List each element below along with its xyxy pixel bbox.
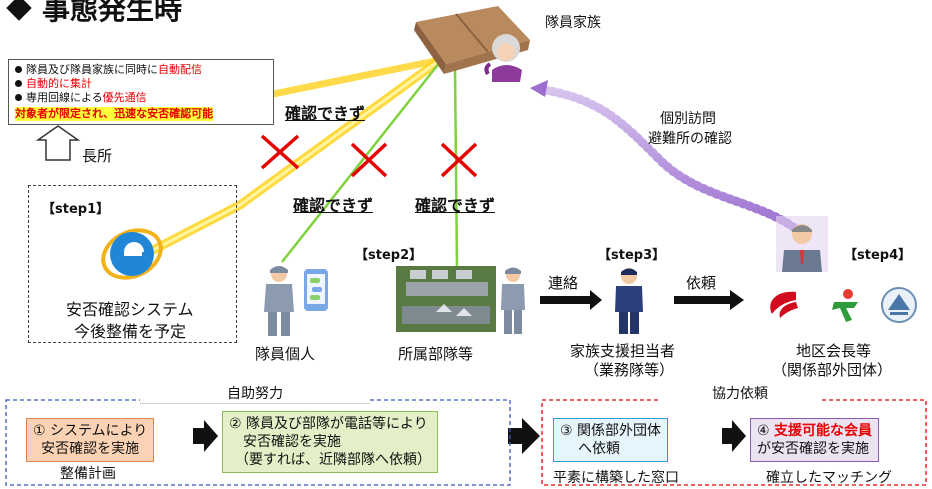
merit-label: 長所 xyxy=(82,147,113,165)
support-label-2: （業務隊等） xyxy=(584,361,675,379)
box3-caption: 平素に構築した窓口 xyxy=(553,470,679,486)
cooperation-text: 協力依頼 xyxy=(712,386,768,402)
note-highlight: 対象者が限定され、迅速な安否確認可能 xyxy=(15,107,214,121)
visit-label-2: 避難所の確認 xyxy=(648,131,732,147)
step2-label: 【step2】 xyxy=(355,248,423,263)
arrow-bottom-2 xyxy=(508,418,540,454)
note-line-1: 隊員及び隊員家族に同時に自動配信 xyxy=(15,63,269,77)
note-line-1-text: 隊員及び隊員家族に同時に xyxy=(26,63,158,76)
unit-label: 所属部隊等 xyxy=(398,345,474,363)
box3-line-2: へ依頼 xyxy=(578,441,620,457)
logo-round-emblem xyxy=(881,287,917,323)
box1-line-2: 安否確認を実施 xyxy=(41,441,140,457)
arrow-contact xyxy=(540,290,602,310)
bullet-icon xyxy=(15,94,22,101)
merit-note-box: 隊員及び隊員家族に同時に自動配信 自動的に集計 専用回線による優先通信 対象者が… xyxy=(8,59,274,125)
green-line-member xyxy=(281,61,441,263)
family-label: 隊員家族 xyxy=(545,15,601,31)
arrow-bottom-1 xyxy=(193,420,218,452)
logo-green-figure xyxy=(832,289,858,322)
step-box-member: ④ 支援可能な会員 が安否確認を実施 xyxy=(750,418,880,462)
box4-caption: 確立したマッチング xyxy=(766,470,892,486)
visit-label-1: 個別訪問 xyxy=(660,111,716,127)
box4-line-2: が安否確認を実施 xyxy=(757,441,869,457)
bullet-icon xyxy=(15,66,22,73)
chief-label-2: （関係部外団体） xyxy=(772,361,893,379)
diamond-bullet-icon xyxy=(6,0,32,21)
bullet-icon xyxy=(15,80,22,87)
step3-label: 【step3】 xyxy=(598,248,666,263)
box1-line-1: ① システムにより xyxy=(33,423,148,439)
cross-mark xyxy=(350,142,388,178)
staff-officer-icon xyxy=(615,268,643,334)
note-line-2: 自動的に集計 xyxy=(15,77,269,91)
grandmother-icon xyxy=(484,34,522,82)
step-box-system: ① システムにより 安否確認を実施 xyxy=(26,418,155,462)
logo-red-swoosh xyxy=(770,291,798,318)
self-effort-header: 自助努力 xyxy=(140,385,370,404)
base-aerial-photo xyxy=(396,266,496,332)
arrow-request xyxy=(674,290,744,310)
district-chief-icon xyxy=(776,216,828,272)
smartphone-icon xyxy=(304,269,328,311)
note-line-3: 専用回線による優先通信 xyxy=(15,91,269,105)
soldier-icon xyxy=(501,267,525,334)
box2-line-2: 安否確認を実施 xyxy=(243,434,341,450)
box4-prefix: ④ xyxy=(757,423,770,439)
box2-line-1: ② 隊員及び部隊が電話等により xyxy=(229,416,428,432)
system-label-1: 安否確認システム xyxy=(66,300,194,319)
unconfirmed-label-unit: 確認できず xyxy=(415,196,496,215)
box4-red: 支援可能な会員 xyxy=(774,423,873,439)
box2-line-3: （要すれば、近隣部隊へ依頼） xyxy=(235,452,431,468)
step1-label: 【step1】 xyxy=(42,202,110,217)
system-label-2: 今後整備を予定 xyxy=(74,322,187,341)
note-line-2-red: 自動的に集計 xyxy=(26,77,92,90)
member-label: 隊員個人 xyxy=(255,345,316,363)
green-line-unit xyxy=(453,67,459,269)
step-box-external: ③ 関係部外団体 へ依頼 xyxy=(553,418,669,462)
cross-mark xyxy=(440,142,478,178)
box1-caption: 整備計画 xyxy=(60,466,116,482)
arrow-bottom-3 xyxy=(722,420,746,452)
purple-arrowhead xyxy=(530,80,548,97)
note-line-3-text: 専用回線による xyxy=(26,91,103,104)
contact-label: 連絡 xyxy=(548,274,579,292)
page-title: 事態発生時 xyxy=(2,0,182,28)
cross-mark xyxy=(260,134,300,170)
note-line-1-red: 自動配信 xyxy=(158,63,202,76)
unconfirmed-label-member: 確認できず xyxy=(293,196,374,215)
up-arrow-icon xyxy=(35,125,81,161)
chief-label-1: 地区会長等 xyxy=(796,342,872,360)
box3-line-1: ③ 関係部外団体 xyxy=(560,423,662,439)
cooperation-header: 協力依頼 xyxy=(660,385,820,403)
purple-visit-path xyxy=(540,85,805,237)
support-label-1: 家族支援担当者 xyxy=(570,342,676,360)
unconfirmed-label-system: 確認できず xyxy=(285,104,366,123)
step-box-phone: ② 隊員及び部隊が電話等により 安否確認を実施 （要すれば、近隣部隊へ依頼） xyxy=(222,411,438,473)
step1-frame xyxy=(28,185,237,343)
soldier-icon xyxy=(264,266,294,336)
note-line-3-red: 優先通信 xyxy=(102,91,147,104)
internet-explorer-icon xyxy=(101,228,163,280)
page-title-text: 事態発生時 xyxy=(42,0,183,26)
step4-label: 【step4】 xyxy=(844,248,912,263)
request-label: 依頼 xyxy=(686,274,717,292)
self-effort-text: 自助努力 xyxy=(227,386,283,402)
